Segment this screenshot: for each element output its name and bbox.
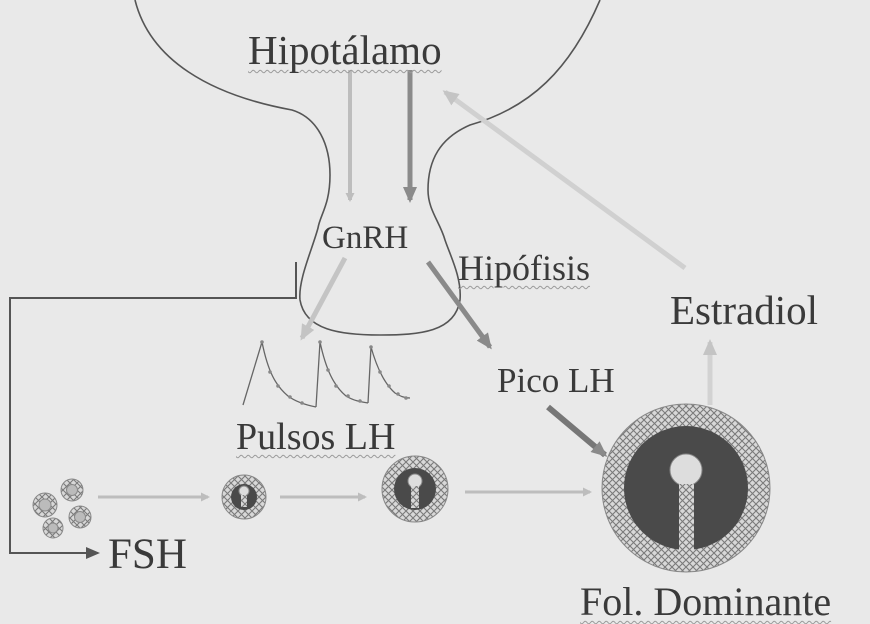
arrow-estradiol-feedback (445, 92, 685, 268)
label-estradiol: Estradiol (670, 290, 818, 331)
label-fol-dominante: Fol. Dominante (580, 582, 831, 622)
label-hipofisis: Hipófisis (458, 250, 590, 286)
arrow-pico-lh-follicle (548, 407, 605, 455)
label-pico-lh: Pico LH (497, 363, 615, 398)
label-hipotalamo: Hipotálamo (248, 30, 442, 71)
label-fsh: FSH (108, 533, 187, 576)
label-pulsos-lh: Pulsos LH (236, 418, 395, 456)
arrow-gnrh-pulsos (302, 258, 345, 338)
lh-pulse-graph (243, 340, 410, 407)
small-follicle (222, 475, 266, 519)
medium-follicle (382, 456, 448, 522)
dominant-follicle (602, 404, 770, 572)
primordial-follicles (33, 479, 91, 538)
label-gnrh: GnRH (322, 222, 408, 255)
